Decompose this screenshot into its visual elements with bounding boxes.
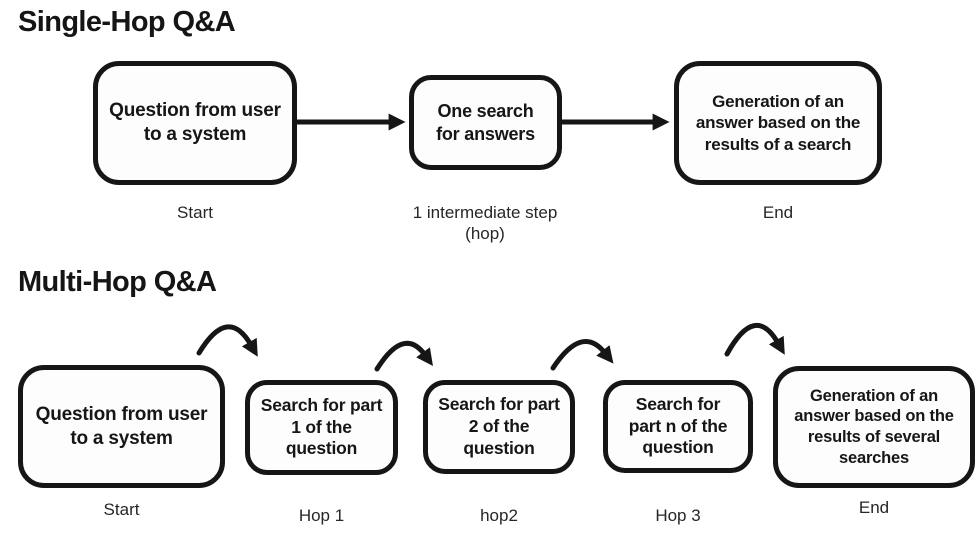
caption-hop-2: hop2	[480, 506, 518, 525]
node-text: Search for part n of the question	[628, 393, 728, 458]
caption-intermediate-step: 1 intermediate step (hop)	[412, 203, 558, 244]
node-text: One search for answers	[436, 101, 535, 144]
node-generation-multi: Generation of an answer based on the res…	[773, 366, 975, 488]
section-title-multi-hop: Multi-Hop Q&A	[18, 266, 217, 298]
node-text: Search for part 2 of the question	[438, 394, 560, 458]
node-text: Question from user to a system	[35, 403, 208, 449]
caption-hop-1: Hop 1	[298, 506, 345, 525]
node-question-from-user: Question from user to a system	[93, 61, 297, 185]
node-search-part-2: Search for part 2 of the question	[423, 380, 575, 474]
node-search-part-1: Search for part 1 of the question	[245, 380, 398, 475]
caption-start: Start	[177, 203, 213, 222]
hop-arc-arrow-icon	[374, 340, 433, 372]
node-text: Generation of an answer based on the res…	[695, 92, 861, 154]
hop-arc-arrow-icon	[196, 324, 258, 357]
section-title-single-hop: Single-Hop Q&A	[18, 6, 236, 38]
node-text: Generation of an answer based on the res…	[794, 386, 954, 467]
hop-arc-arrow-icon	[550, 339, 614, 371]
node-search-part-n: Search for part n of the question	[603, 380, 753, 473]
node-one-search: One search for answers	[409, 75, 562, 170]
caption-end: End	[762, 203, 794, 222]
node-text: Question from user to a system	[109, 100, 281, 145]
caption-end: End	[858, 498, 890, 517]
node-question-from-user-multi: Question from user to a system	[18, 365, 225, 488]
hop-arc-arrow-icon	[724, 323, 785, 357]
node-text: Search for part 1 of the question	[260, 394, 383, 459]
caption-start: Start	[103, 500, 140, 519]
node-generation-single: Generation of an answer based on the res…	[674, 61, 882, 185]
caption-hop-3: Hop 3	[655, 506, 701, 525]
